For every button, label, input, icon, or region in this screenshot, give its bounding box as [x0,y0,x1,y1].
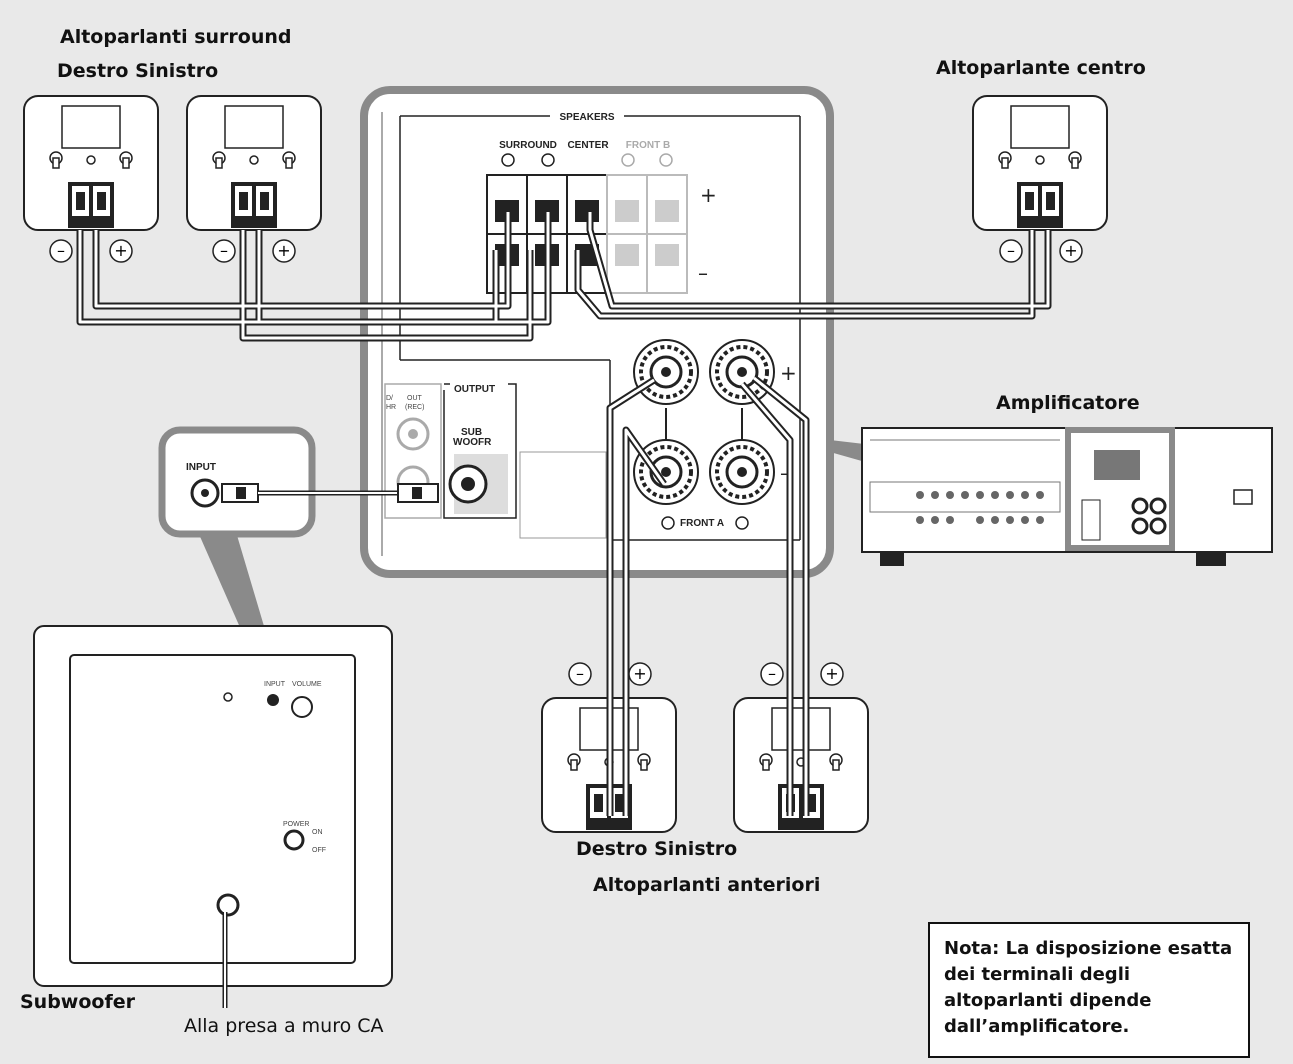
surround-right-speaker [23,95,159,231]
front-b-label: FRONT B [626,140,670,151]
power-on-label: ON [312,829,323,836]
input-small-label: INPUT [264,681,286,688]
fr-minus: – [576,664,584,683]
sl-plus: + [277,241,290,260]
subwoofer-title: Subwoofer [20,991,135,1013]
center-speaker [972,95,1108,231]
volume-label: VOLUME [292,681,322,688]
amplifier-unit [861,427,1273,566]
out-rec-label-1: OUT [407,395,423,402]
wall-outlet-label: Alla presa a muro CA [184,1015,384,1037]
md-label-2: HR [386,404,396,411]
front-speakers-title: Altoparlanti anteriori [593,874,821,896]
fr-plus: + [633,664,646,683]
sr-plus: + [114,241,127,260]
note-box: Nota: La disposizione esatta dei termina… [928,922,1250,1058]
front-speakers-sub: Destro Sinistro [576,838,738,860]
power-off-label: OFF [312,847,326,854]
sl-minus: – [220,241,228,260]
output-label: OUTPUT [454,384,495,395]
speaker-cables [76,212,1052,816]
front-a-minus: – [780,461,790,485]
subwoofer-cable [258,483,439,503]
sub-woofer-label-1: SUB [461,427,482,438]
sr-minus: – [57,241,65,260]
c-plus: + [1064,241,1077,260]
fl-minus: – [768,664,776,683]
speakers-minus: – [698,261,708,285]
fl-plus: + [825,664,838,683]
center-speaker-title: Altoparlante centro [936,57,1146,79]
out-rec-label-2: (REC) [405,404,424,411]
speakers-label: SPEAKERS [559,112,614,123]
subwoofer-unit: INPUT VOLUME POWER ON OFF [33,625,393,1008]
power-label: POWER [283,821,309,828]
speaker-terminal-block [486,174,688,294]
note-text: Nota: La disposizione esatta dei termina… [944,938,1233,1037]
c-minus: – [1007,241,1015,260]
subwoofer-input-zoom: INPUT [158,426,316,538]
front-a-plus: + [780,361,797,385]
front-a-label: FRONT A [680,518,724,529]
receiver-panel-zoom: SPEAKERS SURROUND CENTER FRONT B [360,86,834,578]
amplifier-title: Amplificatore [996,392,1140,414]
surround-speakers-sub: Destro Sinistro [57,60,219,82]
surround-speakers-title: Altoparlanti surround [60,26,292,48]
speakers-plus: + [700,183,717,207]
input-zoom-label: INPUT [186,462,216,473]
surround-left-speaker [186,95,322,231]
center-label: CENTER [567,140,609,151]
surround-label: SURROUND [499,140,557,151]
sub-woofer-label-2: WOOFR [453,437,492,448]
md-label-1: D/ [386,395,393,402]
front-left-speaker [733,697,869,833]
